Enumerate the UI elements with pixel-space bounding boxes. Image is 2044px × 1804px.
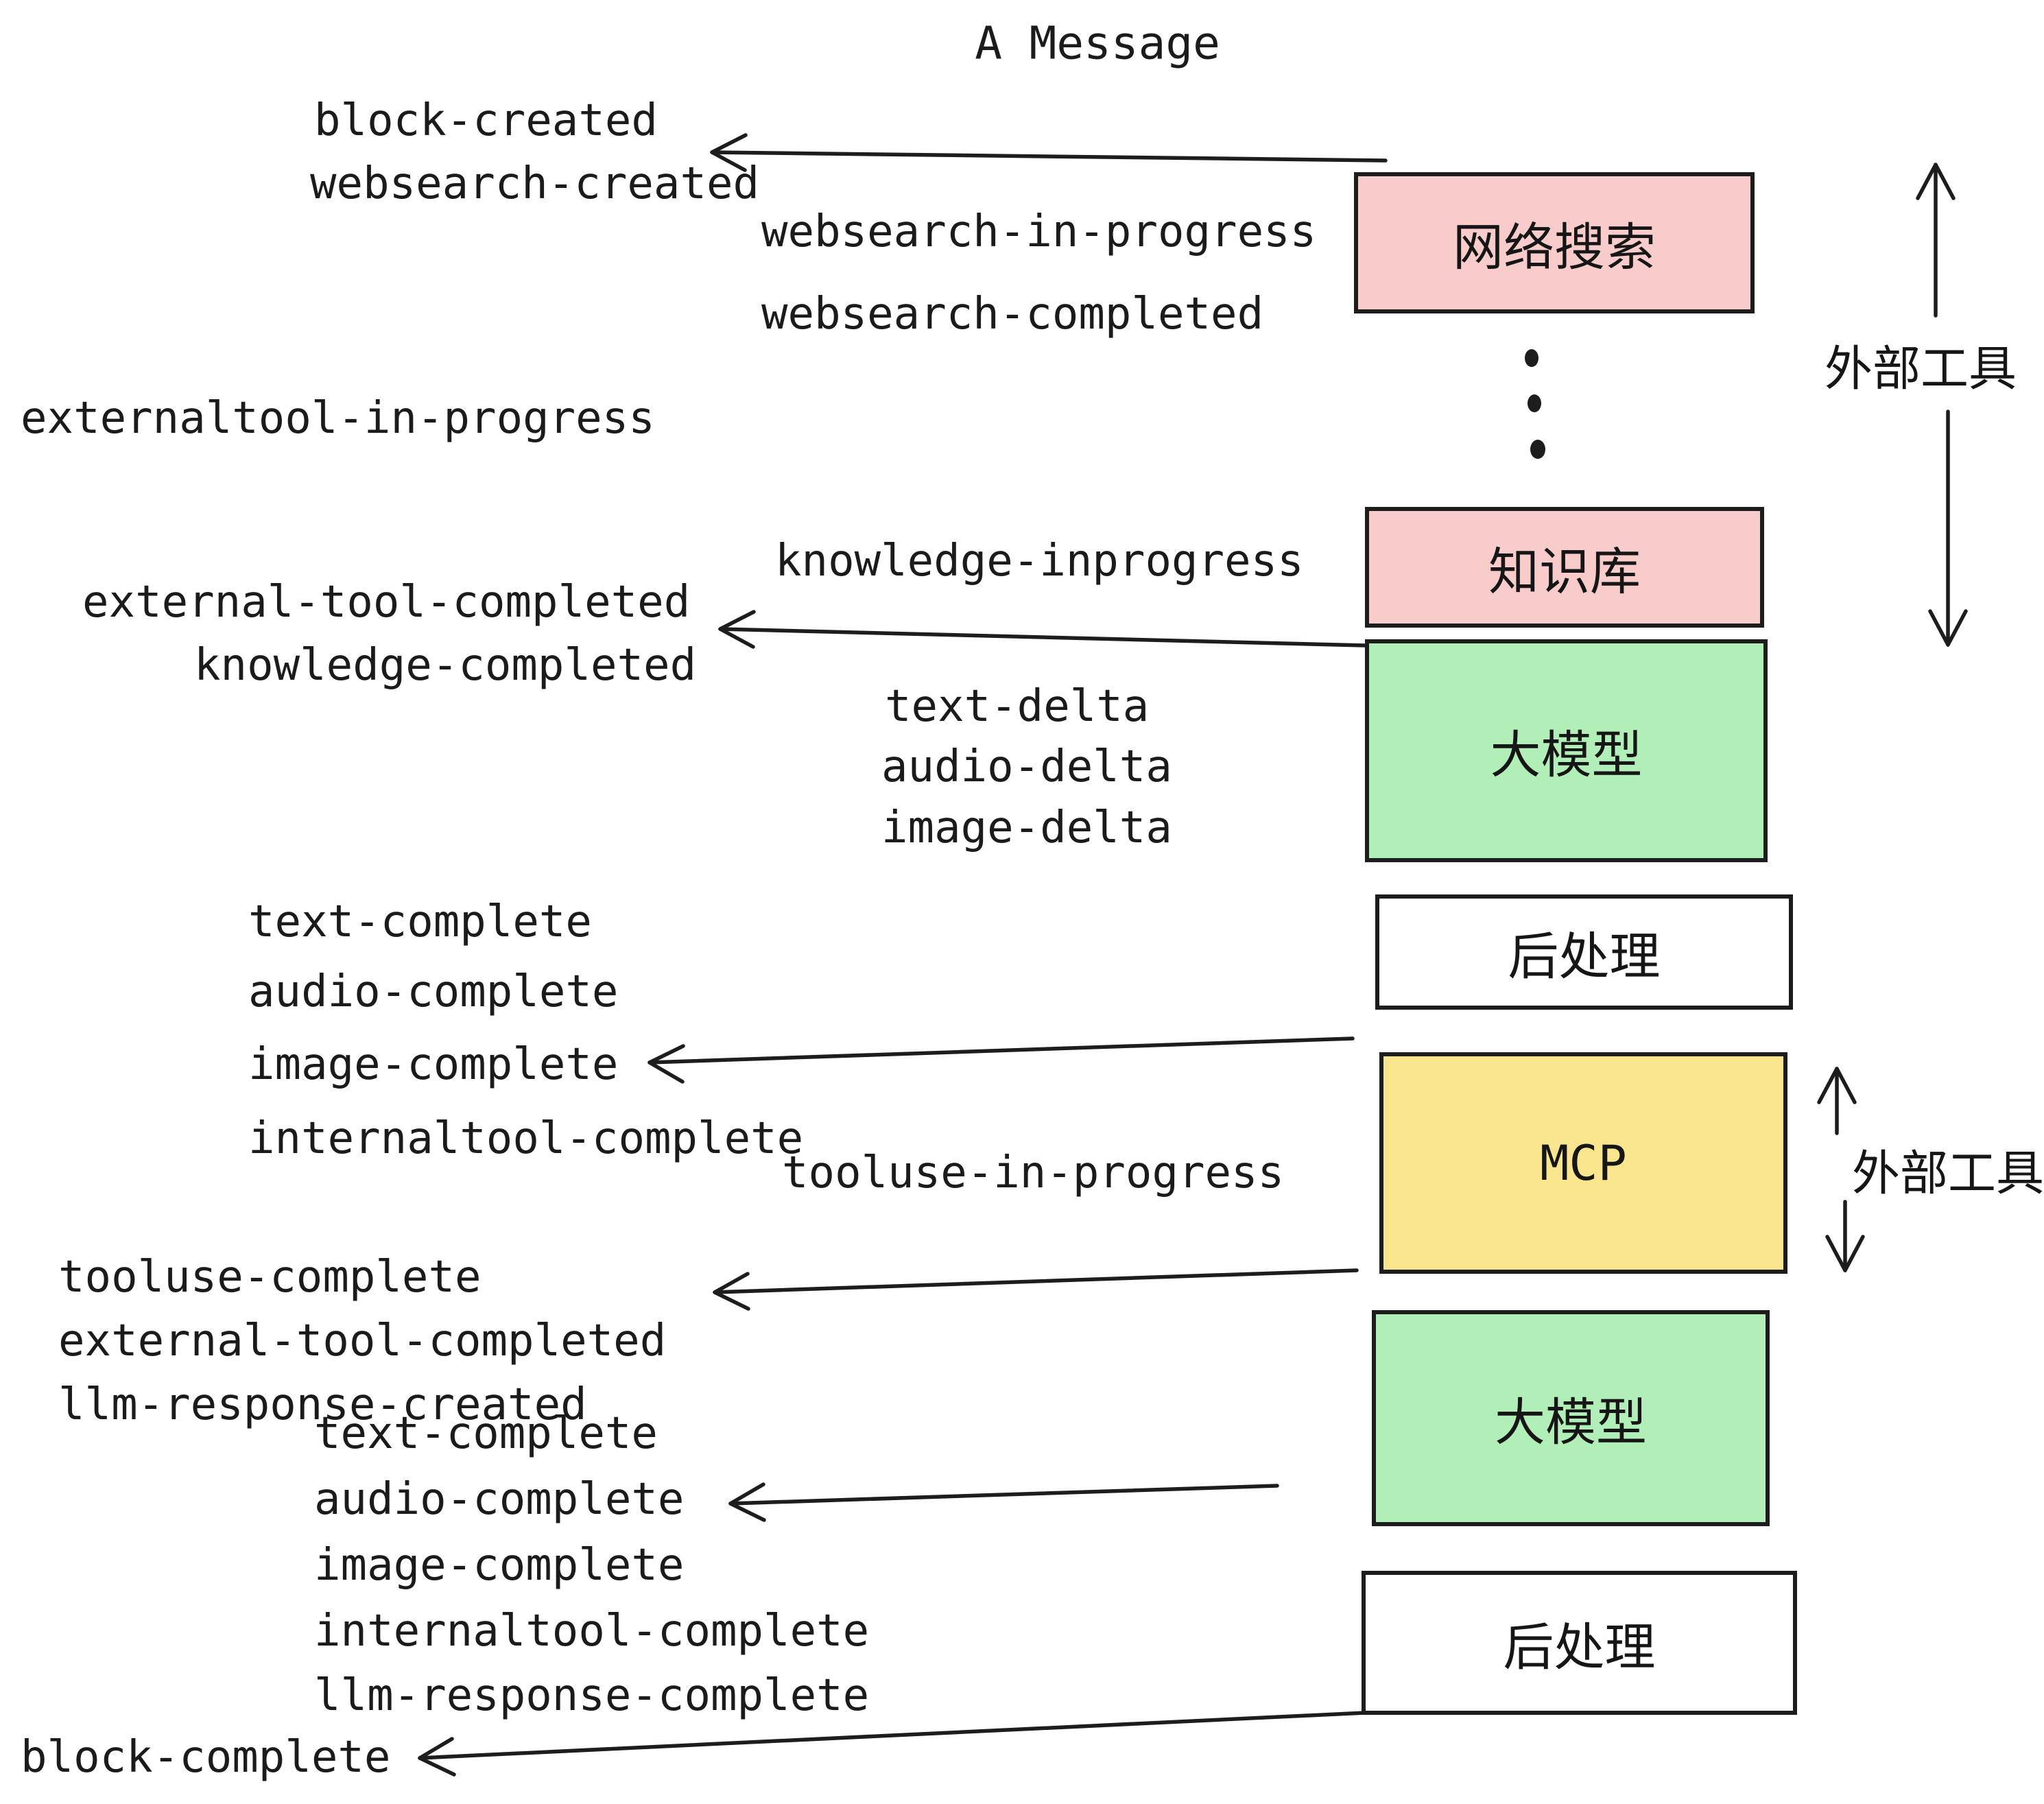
arrow-external-tools-up-2: [1817, 1067, 1857, 1135]
arrow-to-image-complete: [647, 1036, 1355, 1084]
arrow-external-tools-up-1: [1916, 163, 1956, 318]
event-audio-delta: audio-delta: [881, 741, 1172, 792]
arrow-to-audio-complete: [728, 1482, 1279, 1522]
event-text-complete: text-complete: [248, 897, 592, 947]
event-externaltool-in-progress: externaltool-in-progress: [21, 393, 655, 444]
event-image-complete-2: image-complete: [314, 1540, 685, 1591]
event-internaltool-complete: internaltool-complete: [248, 1113, 804, 1164]
event-websearch-created: websearch-created: [310, 158, 760, 209]
box-llm-1-label: 大模型: [1490, 726, 1643, 785]
box-mcp: MCP: [1379, 1052, 1787, 1274]
box-postprocess-2-label: 后处理: [1503, 1617, 1656, 1677]
box-postprocess-1: 后处理: [1375, 894, 1793, 1010]
box-postprocess-2: 后处理: [1362, 1571, 1797, 1715]
box-mcp-label: MCP: [1540, 1135, 1627, 1191]
event-llm-response-complete: llm-response-complete: [314, 1670, 870, 1721]
box-knowledge-base: 知识库: [1365, 507, 1764, 628]
arrow-external-tools-down-2: [1825, 1200, 1865, 1272]
diagram-title: A Message: [975, 16, 1220, 70]
event-text-complete-2: text-complete: [314, 1408, 658, 1459]
box-llm-2-label: 大模型: [1495, 1393, 1647, 1452]
arrow-to-knowledge-completed: [718, 610, 1367, 649]
box-knowledge-base-label: 知识库: [1488, 542, 1641, 602]
arrow-to-block-created: [710, 133, 1388, 172]
event-tooluse-complete: tooluse-complete: [58, 1252, 482, 1303]
event-block-complete: block-complete: [21, 1732, 391, 1783]
event-websearch-completed: websearch-completed: [761, 289, 1264, 340]
event-text-delta: text-delta: [885, 681, 1150, 732]
arrow-external-tools-down-1: [1928, 410, 1968, 647]
event-audio-complete-2: audio-complete: [314, 1474, 685, 1525]
event-knowledge-completed: knowledge-completed: [194, 640, 697, 691]
box-llm-1: 大模型: [1365, 639, 1768, 862]
box-postprocess-1-label: 后处理: [1508, 927, 1661, 986]
event-image-delta: image-delta: [881, 803, 1172, 853]
event-external-tool-completed: external-tool-completed: [82, 577, 691, 628]
box-llm-2: 大模型: [1372, 1310, 1770, 1526]
event-external-tool-completed-2: external-tool-completed: [58, 1316, 667, 1366]
event-llm-response-created: llm-response-created: [58, 1379, 587, 1430]
ellipsis-dots: [1525, 349, 1545, 459]
event-websearch-in-progress: websearch-in-progress: [761, 206, 1317, 257]
box-web-search-label: 网络搜索: [1453, 217, 1656, 277]
side-label-external-tools-2: 外部工具: [1852, 1145, 2044, 1202]
side-label-external-tools-1: 外部工具: [1825, 340, 2017, 397]
box-web-search: 网络搜索: [1354, 172, 1755, 313]
event-internaltool-complete-2: internaltool-complete: [314, 1606, 870, 1657]
event-audio-complete: audio-complete: [248, 966, 619, 1017]
event-knowledge-inprogress: knowledge-inprogress: [775, 536, 1304, 586]
event-block-created: block-created: [314, 95, 658, 146]
arrow-to-block-complete: [418, 1711, 1367, 1777]
arrow-to-tooluse-complete: [713, 1268, 1359, 1311]
event-image-complete: image-complete: [248, 1039, 619, 1090]
event-tooluse-in-progress: tooluse-in-progress: [782, 1148, 1285, 1198]
